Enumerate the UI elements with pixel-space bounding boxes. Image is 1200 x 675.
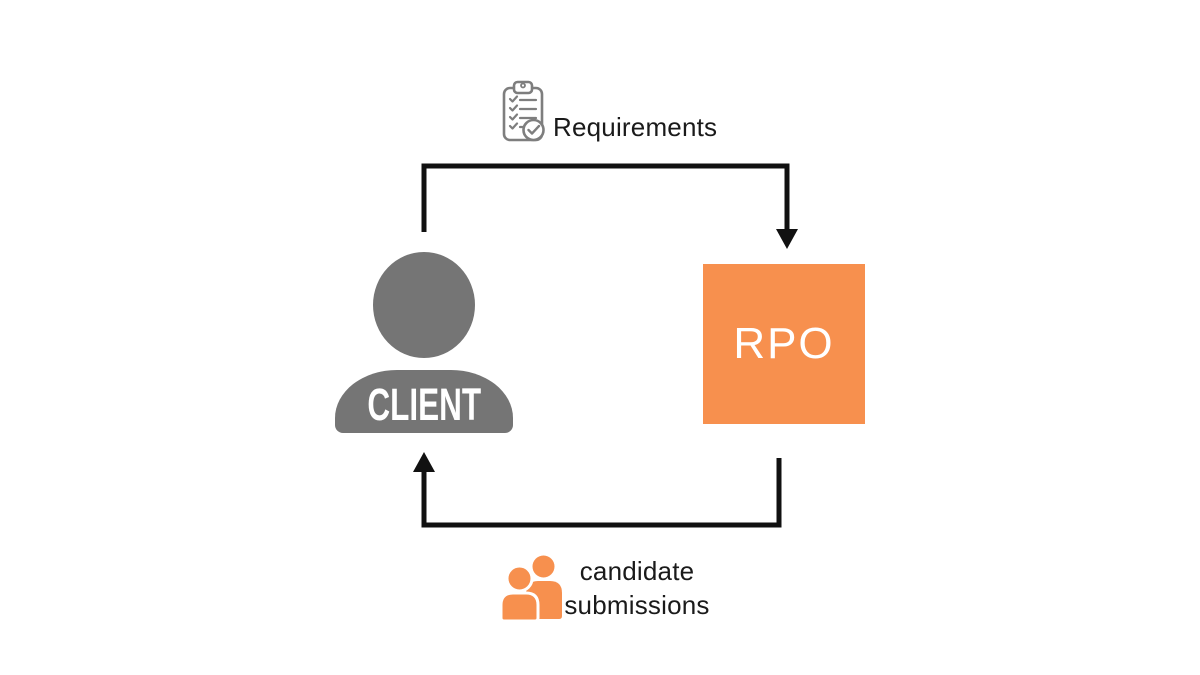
- candidate-submissions-label-line1: candidate: [579, 556, 695, 586]
- requirements-label: Requirements: [553, 112, 718, 142]
- client-label: CLIENT: [367, 378, 481, 430]
- candidate-submissions-arrow: [413, 452, 782, 528]
- requirements-arrow: [421, 163, 798, 249]
- clipboard-checklist-icon: [502, 80, 545, 142]
- person-icon: [373, 252, 475, 358]
- person-body: CLIENT: [335, 370, 513, 433]
- rpo-box: RPO: [703, 264, 865, 424]
- people-icon: [499, 555, 562, 623]
- candidate-submissions-label-line2: submissions: [564, 590, 710, 620]
- rpo-label: RPO: [733, 319, 835, 368]
- candidate-submissions-label: candidate submissions: [537, 554, 737, 622]
